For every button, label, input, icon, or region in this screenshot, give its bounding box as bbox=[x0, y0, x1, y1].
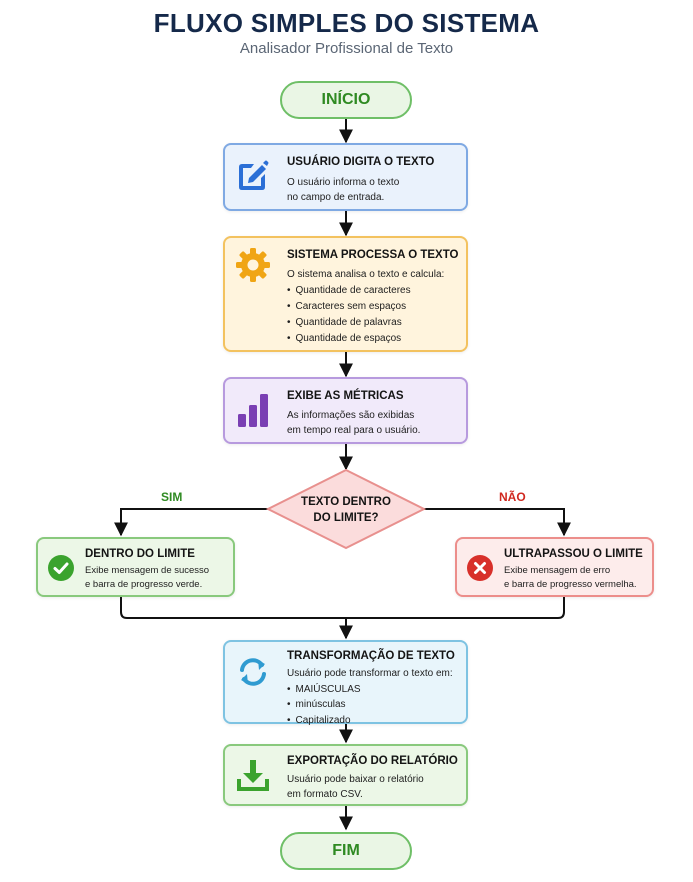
connector-decision-no bbox=[424, 508, 571, 537]
step-input-text: O usuário informa o texto no campo de en… bbox=[287, 175, 399, 205]
download-icon bbox=[237, 760, 269, 791]
step-process-intro: O sistema analisa o texto e calcula: bbox=[287, 269, 445, 280]
x-circle-icon bbox=[467, 555, 493, 581]
step-ok: DENTRO DO LIMITE Exibe mensagem de suces… bbox=[36, 537, 235, 597]
page-title: FLUXO SIMPLES DO SISTEMA bbox=[153, 8, 540, 38]
connector-fail-merge bbox=[346, 597, 565, 619]
step-process: SISTEMA PROCESSA O TEXTO O sistema anali… bbox=[223, 236, 468, 352]
step-metrics-title: EXIBE AS MÉTRICAS bbox=[287, 390, 404, 402]
step-export-line: em formato CSV. bbox=[287, 789, 363, 800]
step-export-text: Usuário pode baixar o relatório em forma… bbox=[287, 772, 424, 802]
step-fail: ULTRAPASSOU O LIMITE Exibe mensagem de e… bbox=[455, 537, 654, 597]
step-transform-text: Usuário pode transformar o texto em: MAI… bbox=[287, 666, 453, 728]
step-metrics-text: As informações são exibidas em tempo rea… bbox=[287, 408, 420, 438]
step-input-title: USUÁRIO DIGITA O TEXTO bbox=[287, 156, 435, 168]
step-metrics-line: em tempo real para o usuário. bbox=[287, 425, 421, 436]
step-process-bullet: Quantidade de palavras bbox=[287, 315, 444, 331]
step-ok-line: e barra de progresso verde. bbox=[85, 579, 203, 590]
decision-text: TEXTO DENTRO DO LIMITE? bbox=[286, 494, 406, 526]
step-input: USUÁRIO DIGITA O TEXTO O usuário informa… bbox=[223, 143, 468, 211]
step-transform-bullet: minúsculas bbox=[287, 697, 453, 713]
step-transform-title: TRANSFORMAÇÃO DE TEXTO bbox=[287, 650, 455, 662]
connector-ok-merge bbox=[120, 597, 346, 619]
step-ok-text: Exibe mensagem de sucesso e barra de pro… bbox=[85, 564, 209, 592]
step-ok-title: DENTRO DO LIMITE bbox=[85, 548, 195, 560]
start-label: INÍCIO bbox=[321, 91, 371, 108]
step-process-bullet: Quantidade de espaços bbox=[287, 331, 444, 347]
step-transform-intro: Usuário pode transformar o texto em: bbox=[287, 668, 453, 679]
step-fail-title: ULTRAPASSOU O LIMITE bbox=[504, 548, 643, 560]
yes-label: SIM bbox=[161, 490, 183, 504]
start-node: INÍCIO bbox=[280, 81, 412, 119]
no-label: NÃO bbox=[499, 490, 526, 504]
step-metrics-line: As informações são exibidas bbox=[287, 410, 415, 421]
connector-decision-yes bbox=[114, 508, 268, 537]
refresh-icon bbox=[240, 658, 266, 686]
step-export: EXPORTAÇÃO DO RELATÓRIO Usuário pode bai… bbox=[223, 744, 468, 806]
decision-diamond bbox=[265, 468, 427, 550]
end-label: FIM bbox=[332, 842, 360, 859]
end-node: FIM bbox=[280, 832, 412, 870]
step-transform-bullet: MAIÚSCULAS bbox=[287, 682, 453, 698]
step-process-bullet: Quantidade de caracteres bbox=[287, 283, 444, 299]
step-fail-line: Exibe mensagem de erro bbox=[504, 565, 611, 576]
step-fail-line: e barra de progresso vermelha. bbox=[504, 579, 637, 590]
step-export-title: EXPORTAÇÃO DO RELATÓRIO bbox=[287, 755, 458, 767]
step-process-title: SISTEMA PROCESSA O TEXTO bbox=[287, 249, 459, 261]
step-input-line: O usuário informa o texto bbox=[287, 177, 400, 188]
edit-icon bbox=[239, 160, 269, 190]
decision-line: DO LIMITE? bbox=[313, 512, 379, 524]
step-export-line: Usuário pode baixar o relatório bbox=[287, 774, 424, 785]
step-ok-line: Exibe mensagem de sucesso bbox=[85, 565, 210, 576]
check-circle-icon bbox=[48, 555, 74, 581]
step-transform: TRANSFORMAÇÃO DE TEXTO Usuário pode tran… bbox=[223, 640, 468, 726]
bar-chart-icon bbox=[238, 394, 268, 427]
step-input-line: no campo de entrada. bbox=[287, 192, 385, 203]
decision-line: TEXTO DENTRO bbox=[301, 496, 391, 508]
step-transform-bullet: Capitalizado bbox=[287, 713, 453, 729]
page-subtitle: Analisador Profissional de Texto bbox=[239, 40, 454, 57]
step-process-text: O sistema analisa o texto e calcula: Qua… bbox=[287, 267, 444, 347]
gear-icon bbox=[236, 248, 270, 282]
step-process-bullet: Caracteres sem espaços bbox=[287, 299, 444, 315]
step-metrics: EXIBE AS MÉTRICAS As informações são exi… bbox=[223, 377, 468, 444]
step-fail-text: Exibe mensagem de erro e barra de progre… bbox=[504, 564, 637, 592]
